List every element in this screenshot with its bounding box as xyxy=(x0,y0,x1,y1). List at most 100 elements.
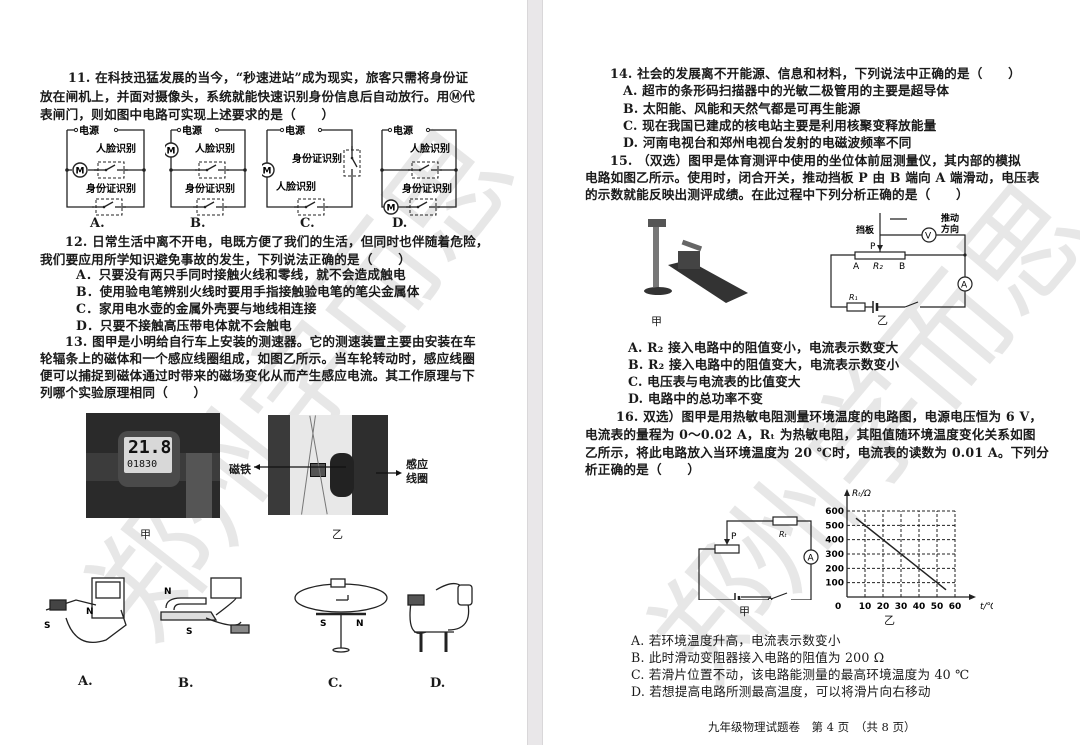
q16-line-1: 16. 双选）图甲是用热敏电阻测量环境温度的电路图，电源电压恒为 6 V， xyxy=(616,409,1043,424)
pole-n: N xyxy=(164,587,172,597)
q13-experiment-figures: N S N S S N xyxy=(44,577,473,653)
id-label: 身份证识别 xyxy=(402,182,452,195)
q15-option-d: D. 电路中的总功率不变 xyxy=(628,391,763,406)
id-switch-icon xyxy=(343,145,361,181)
motor-icon xyxy=(262,162,275,178)
left-page: 郑州学而思 11. 在科技迅猛发展的当今，“秒速进站”成为现实，旅客只需将身份证… xyxy=(0,0,527,745)
y-axis-arrow-icon xyxy=(844,489,850,496)
face-switch-icon xyxy=(293,198,329,216)
y-tick-label: 300 xyxy=(825,550,844,560)
q16-option-b: B. 此时滑动变阻器接入电路的阻值为 200 Ω xyxy=(631,650,885,665)
q13-line-1: 13. 图甲是小明给自行车上安装的测速器。它的测速装置主要由安装在车 xyxy=(65,334,476,349)
baffle-label: 挡板 xyxy=(856,224,875,236)
q15-circuit: 挡板 推动 方向 V A P A R₂ B R₁ xyxy=(830,212,973,313)
slider-p-label: P xyxy=(731,532,737,542)
q13-annotations xyxy=(254,464,402,476)
pole-n: N xyxy=(86,607,94,617)
q11-line-3: 表闸门，则如图中电路可实现上述要求的是（ ） xyxy=(40,107,335,122)
y-tick-label: 400 xyxy=(825,536,844,546)
q14-option-b: B. 太阳能、风能和天然气都是可再生能源 xyxy=(623,101,861,116)
q13-option-a: A. xyxy=(78,674,93,689)
face-switch-icon xyxy=(194,161,230,179)
push-label-1: 推动 xyxy=(941,212,959,224)
x-tick-label: 60 xyxy=(949,602,962,612)
end-a-label: A xyxy=(853,262,860,272)
q11-line-2: 放在闸机上，并面对摄像头，系统就能快速识别身份信息后自动放行。用Ⓜ代 xyxy=(40,89,475,104)
page-gutter xyxy=(527,0,543,745)
q15-option-a: A. R₂ 接入电路中的阻值变小，电流表示数变大 xyxy=(628,340,899,355)
q13-option-d: D. xyxy=(430,676,446,691)
q15-option-c: C. 电压表与电流表的比值变大 xyxy=(628,374,801,389)
motor-icon xyxy=(165,142,179,158)
x-tick-label: 40 xyxy=(913,602,926,612)
x-tick-label: 50 xyxy=(931,602,944,612)
q14-line-1: 14. 社会的发展离不开能源、信息和材料，下列说法中正确的是（ ） xyxy=(610,66,1021,81)
q16-line-4: 析正确的是（ ） xyxy=(585,462,701,477)
q14-option-a: A. 超市的条形码扫描器中的光敏二极管用的主要是超导体 xyxy=(623,83,950,98)
face-label: 人脸识别 xyxy=(195,142,235,155)
q12-option-a: A．只要没有两只手同时接触火线和零线，就不会造成触电 xyxy=(76,267,406,282)
q12-line-2: 我们要应用所学知识避免事故的发生，下列说法正确的是（ ） xyxy=(40,252,412,267)
q15-fig-jia-caption: 甲 xyxy=(651,315,662,328)
origin-label: 0 xyxy=(835,602,841,612)
q15-line-1: 15. （双选）图甲是体育测评中使用的坐位体前屈测量仪，其内部的模拟 xyxy=(610,153,1021,168)
x-axis-arrow-icon xyxy=(969,594,976,600)
circuit-d: 电源 人脸识别 身份证识别 xyxy=(380,124,458,216)
q11-option-c: C. xyxy=(300,216,315,231)
pole-s: S xyxy=(44,621,50,631)
r1-label: R₁ xyxy=(849,293,858,302)
magnet-label: 磁铁 xyxy=(229,463,251,476)
x-tick-label: 30 xyxy=(895,602,908,612)
circuit-a: 电源 人脸识别 身份证识别 xyxy=(65,124,146,216)
id-switch-icon xyxy=(192,198,228,216)
y-axis-label: Rₜ/Ω xyxy=(852,489,871,499)
q12-option-b: B．使用验电笔辨别火线时要用手指接触验电笔的笔尖金属体 xyxy=(76,284,420,299)
display-odometer: 01830 xyxy=(127,459,158,470)
q14-option-d: D. 河南电视台和郑州电视台发射的电磁波频率不同 xyxy=(623,135,912,150)
id-switch-icon xyxy=(405,198,441,216)
r2-label: R₂ xyxy=(873,262,883,272)
wheel-sensor-photo xyxy=(268,415,388,515)
y-tick-label: 200 xyxy=(825,564,844,574)
q13-line-4: 列哪个实验原理相同（ ） xyxy=(40,385,207,400)
motor-icon xyxy=(72,162,88,178)
display-speed: 21.8 xyxy=(128,437,172,458)
q16-option-d: D. 若想提高电路所测最高温度，可以将滑片向右移动 xyxy=(631,684,931,699)
right-page: 郑州学而思 14. 社会的发展离不开能源、信息和材料，下列说法中正确的是（ ） … xyxy=(543,0,1080,745)
rt-label: Rₜ xyxy=(779,530,788,539)
id-label: 身份证识别 xyxy=(292,152,342,165)
y-tick-label: 600 xyxy=(825,507,844,517)
ammeter-icon: A xyxy=(961,281,968,291)
q15-line-2: 电路如图乙所示。使用时，闭合开关，推动挡板 P 由 B 端向 A 端滑动，电压表 xyxy=(585,170,1040,185)
q12-option-c: C．家用电水壶的金属外壳要与地线相连接 xyxy=(76,301,317,316)
pole-s: S xyxy=(186,627,192,637)
y-tick-label: 500 xyxy=(825,521,844,531)
motor-icon xyxy=(383,199,399,215)
slider-p-label: P xyxy=(870,242,876,252)
q12-option-d: D．只要不接触高压带电体就不会触电 xyxy=(76,318,292,333)
x-tick-label: 10 xyxy=(859,602,872,612)
q11-option-b: B. xyxy=(190,216,206,231)
q16-fig-yi-caption: 乙 xyxy=(884,614,895,627)
q13-line-2: 轮辐条上的磁体和一个感应线圈组成，如图乙所示。当车轮转动时，感应线圈 xyxy=(40,351,475,366)
page-footer: 九年级物理试题卷 第 4 页 （共 8 页） xyxy=(708,720,916,734)
end-b-label: B xyxy=(899,262,905,272)
face-label: 人脸识别 xyxy=(96,142,136,155)
q11-option-d: D. xyxy=(392,216,408,231)
q15-option-b: B. R₂ 接入电路中的阻值变大，电流表示数变小 xyxy=(628,357,900,372)
ammeter-icon: A xyxy=(808,554,815,564)
power-label: 电源 xyxy=(182,124,202,137)
q15-line-3: 的示数就能反映出测评成绩。在此过程中下列分析正确的是（ ） xyxy=(585,187,969,202)
face-label: 人脸识别 xyxy=(276,180,316,193)
id-label: 身份证识别 xyxy=(86,182,136,195)
power-label: 电源 xyxy=(79,124,99,137)
circuit-b: 电源 人脸识别 身份证识别 xyxy=(165,124,247,216)
q16-option-a: A. 若环境温度升高，电流表示数变小 xyxy=(631,633,841,648)
push-label-2: 方向 xyxy=(941,223,959,235)
coil-label-2: 线圈 xyxy=(406,472,428,485)
id-label: 身份证识别 xyxy=(185,182,235,195)
q12-line-1: 12. 日常生活中离不开电，电既方便了我们的生活，但同时也伴随着危险， xyxy=(65,234,489,249)
q13-fig-yi-caption: 乙 xyxy=(332,528,343,541)
bike-speedometer-photo: 21.8 01830 xyxy=(86,413,220,518)
